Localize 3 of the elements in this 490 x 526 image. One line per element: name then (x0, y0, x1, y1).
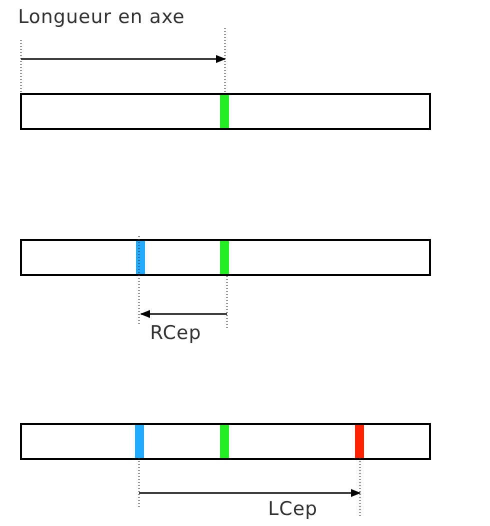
dimension-label: RCep (150, 324, 202, 343)
dimension-label: LCep (268, 500, 318, 519)
dimension-label: Longueur en axe (18, 8, 185, 27)
